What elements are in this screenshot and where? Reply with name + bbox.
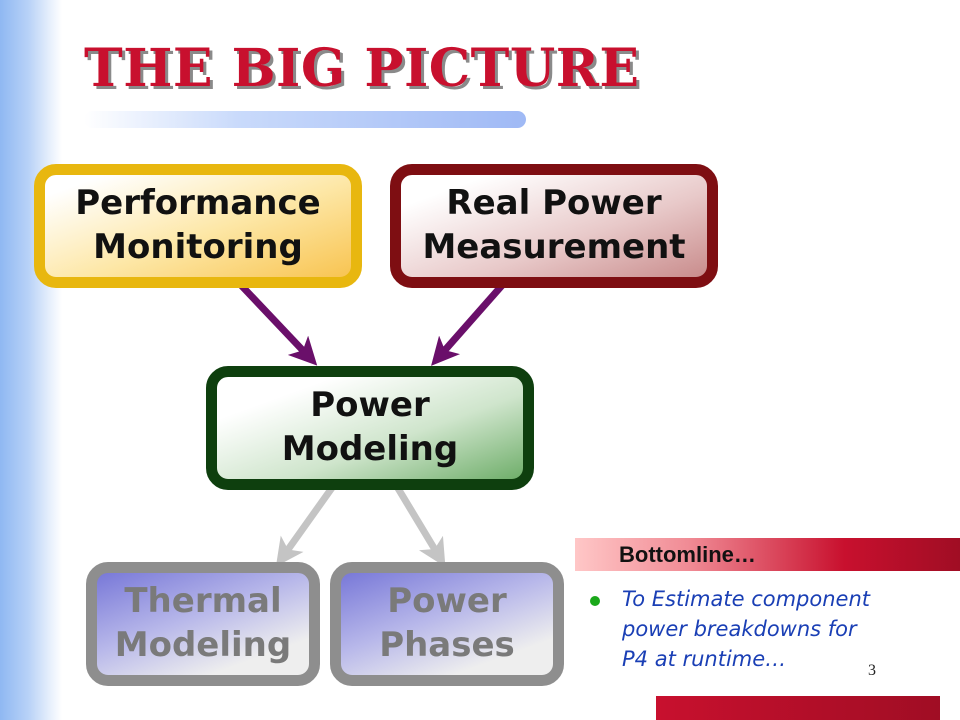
performance-monitoring-box: Performance Monitoring [34,164,362,288]
thermal-modeling-box: Thermal Modeling [86,562,320,686]
arrow-realpower-to-modeling [431,279,508,366]
arrow-modeling-to-phases [393,483,446,567]
power-phases-box: Power Phases [330,562,564,686]
power-modeling-label: Power Modeling [281,385,459,469]
bottomline-bullet-text: To Estimate component power breakdowns f… [622,587,870,671]
title-underline [84,111,526,128]
slide-title: THE BIG PICTURE [84,38,640,99]
thermal-modeling-label: Thermal Modeling [114,581,292,665]
bottomline-header-label: Bottomline… [619,541,756,567]
performance-monitoring-label: Performance Monitoring [75,183,321,267]
real-power-measurement-label: Real Power Measurement [422,183,686,267]
left-gradient-band [0,0,62,720]
power-phases-label: Power Phases [379,581,515,665]
real-power-measurement-box: Real Power Measurement [390,164,718,288]
page-number: 3 [868,662,876,679]
bottomline-header: Bottomline… [575,538,960,571]
bullet-dot-icon [590,596,600,606]
bottom-accent-bar [656,696,940,720]
power-modeling-box: Power Modeling [206,366,534,490]
arrow-modeling-to-thermal [275,482,337,567]
arrow-performance-to-modeling [235,279,318,366]
